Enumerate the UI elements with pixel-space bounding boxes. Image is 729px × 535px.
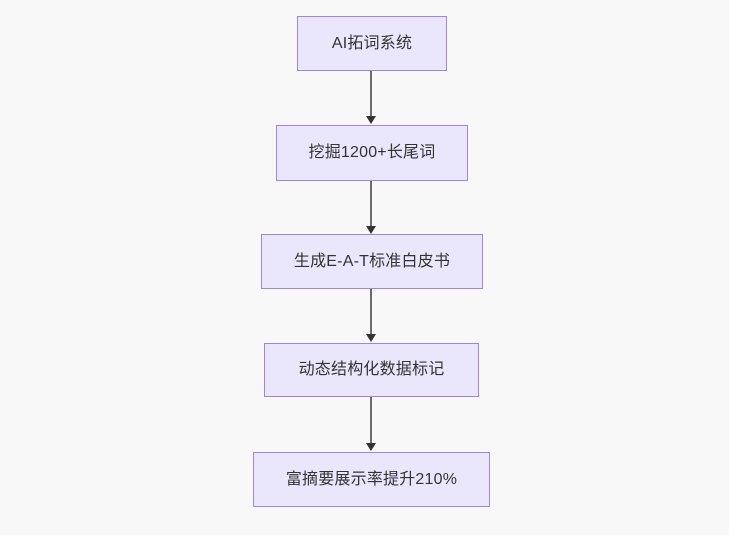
flow-node-label: 生成E-A-T标准白皮书: [293, 252, 451, 270]
flow-edge-n3-n4: [370, 289, 372, 335]
flow-node-label: AI拓词系统: [331, 34, 413, 52]
flow-edge-n2-n3: [370, 181, 372, 227]
flow-node-mine-longtail-keywords[interactable]: 挖掘1200+长尾词: [276, 125, 468, 181]
flow-arrowhead-n3-n4: [366, 334, 376, 342]
flow-arrowhead-n2-n3: [366, 226, 376, 234]
flow-arrowhead-n4-n5: [366, 443, 376, 451]
flow-edge-n4-n5: [370, 397, 372, 443]
flow-node-rich-snippet-impression-lift[interactable]: 富摘要展示率提升210%: [253, 452, 490, 507]
flow-node-label: 富摘要展示率提升210%: [285, 470, 458, 488]
flow-node-label: 动态结构化数据标记: [298, 361, 445, 379]
flow-node-ai-keyword-system[interactable]: AI拓词系统: [297, 16, 447, 71]
flow-node-dynamic-structured-data-markup[interactable]: 动态结构化数据标记: [264, 343, 479, 397]
flow-node-label: 挖掘1200+长尾词: [308, 144, 436, 162]
flow-node-generate-eat-whitepaper[interactable]: 生成E-A-T标准白皮书: [261, 234, 483, 289]
flow-edge-n1-n2: [370, 71, 372, 117]
flow-arrowhead-n1-n2: [366, 116, 376, 124]
